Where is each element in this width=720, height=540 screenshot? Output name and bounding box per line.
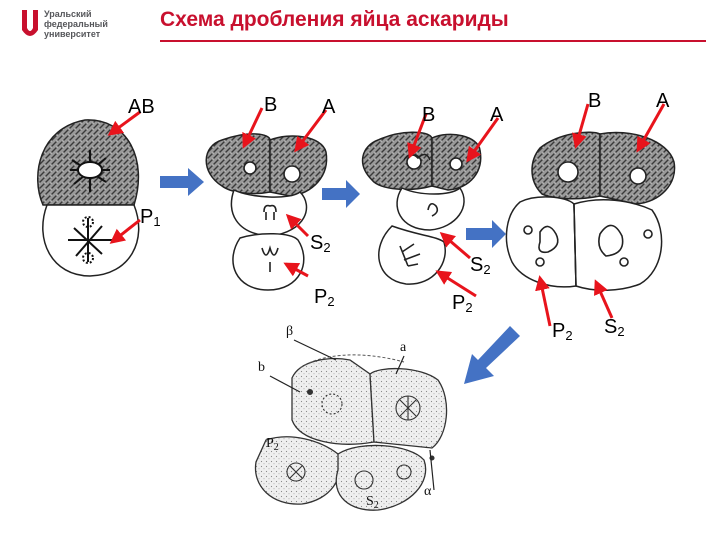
progress-arrows <box>160 168 520 384</box>
cell-s2-stage2 <box>230 188 308 237</box>
cell-s2-stage3 <box>396 186 465 231</box>
label-a-stage3: A <box>490 104 504 126</box>
arrow-stage4-to-5 <box>464 326 520 384</box>
cell-p2-stage3 <box>378 225 446 285</box>
logo-text: Уральский федеральный университет <box>44 9 108 39</box>
stage1-embryo <box>37 119 140 277</box>
cell-b-stage2 <box>205 133 271 195</box>
label-s2-lower: S2 <box>366 494 379 511</box>
cell-p2-stage2 <box>232 233 305 291</box>
label-p2-stage4: P2 <box>552 320 573 343</box>
stage5-embryo <box>254 354 448 511</box>
label-s2-stage2: S2 <box>310 232 331 255</box>
cell-b-stage5 <box>291 357 375 445</box>
label-s2-stage4: S2 <box>604 316 625 339</box>
label-p1: P1 <box>140 206 161 229</box>
label-b-lower: b <box>258 360 265 375</box>
title-underline <box>160 40 706 42</box>
label-alpha: α <box>424 484 432 499</box>
spindle-p1 <box>68 216 112 264</box>
label-p2-lower: P2 <box>266 436 279 453</box>
label-ab: AB <box>128 96 155 118</box>
university-logo: Уральский федеральный университет <box>20 6 160 46</box>
stage3-embryo <box>361 131 482 285</box>
label-s2-stage3: S2 <box>470 254 491 277</box>
stage4-embryo <box>505 131 676 292</box>
label-a-stage4: A <box>656 90 670 112</box>
label-p2-stage2: P2 <box>314 286 335 309</box>
label-p2-stage3: P2 <box>452 292 473 315</box>
arrow-stage3-to-4 <box>466 220 506 248</box>
cell-s2-stage5 <box>335 444 427 511</box>
label-b-stage4: B <box>588 90 602 112</box>
label-b-stage3: B <box>422 104 436 126</box>
logo-mark-icon <box>22 10 38 36</box>
pointer-arrows <box>107 103 666 327</box>
label-beta: β <box>286 324 294 339</box>
arrow-stage1-to-2 <box>160 168 204 196</box>
arrow-stage2-to-3 <box>322 180 360 208</box>
label-a-stage2: A <box>322 96 336 118</box>
spindle-ab <box>70 150 110 192</box>
stage5-leaders <box>269 339 435 491</box>
label-a-lower: a <box>400 340 407 355</box>
label-b-stage2: B <box>264 94 278 116</box>
stage2-embryo <box>205 133 328 291</box>
slide-title: Схема дробления яйца аскариды <box>160 8 509 31</box>
